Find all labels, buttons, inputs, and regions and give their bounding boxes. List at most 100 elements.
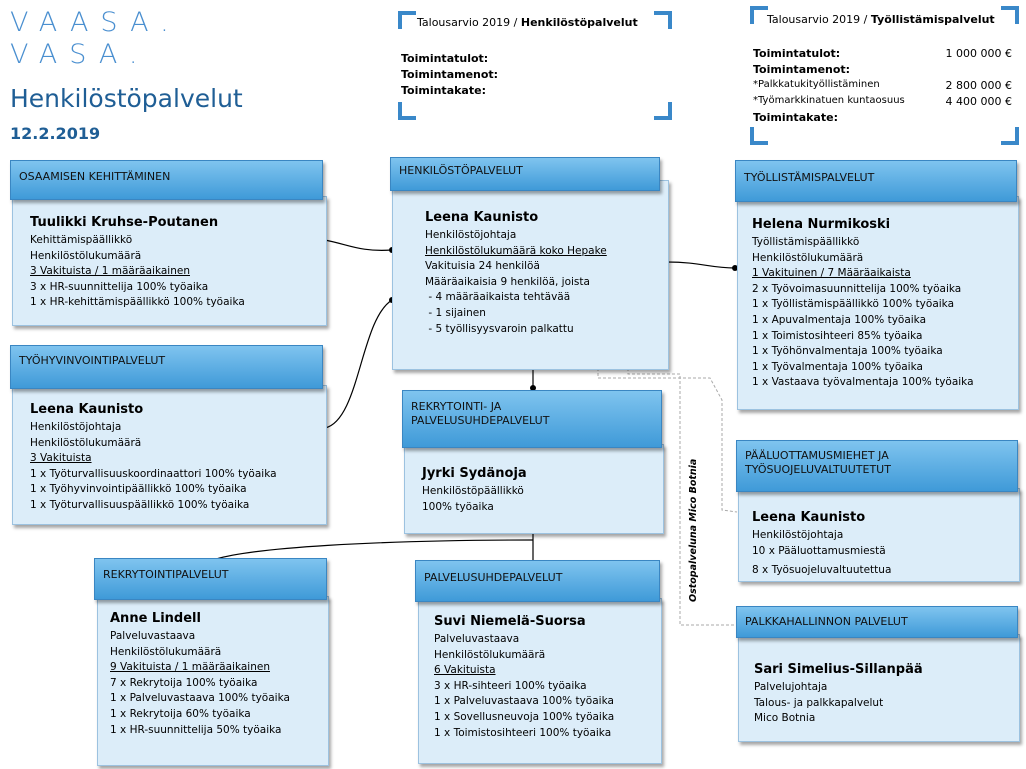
unit-rekry-palvelussuhde-box	[404, 444, 664, 534]
staff-line: 1 x Palveluvastaava 100% työaika	[434, 695, 614, 708]
role-line: Henkilöstöpäällikkö	[422, 485, 524, 497]
unit-osaaminen-content: Tuulikki Kruhse-Poutanen Kehittämispääll…	[30, 213, 245, 311]
budget-tp-palkkatuki-value: 2 800 000 €	[945, 79, 1012, 92]
budget-tp-kuntaosuus: *Työmarkkinatuen kuntaosuus	[753, 95, 905, 106]
budget-tp-palkkatuki: *Palkkatukityöllistäminen	[753, 79, 880, 90]
budget-hp-menot: Toimintamenot:	[401, 68, 499, 81]
unit-rekrytointi-header: REKRYTOINTIPALVELUT	[94, 558, 327, 600]
person-name: Leena Kaunisto	[425, 210, 539, 225]
person-name: Leena Kaunisto	[30, 402, 144, 417]
header-line: TYÖSUOJELUVALTUUTETUT	[745, 463, 891, 476]
unit-paaluottamus-box	[738, 488, 1020, 582]
unit-palkkahallinto-header: PALKKAHALLINNON PALVELUT	[736, 606, 1018, 638]
staff-line: 8 x Työsuojeluvaltuutettua	[752, 564, 892, 577]
unit-tyollistamis-box	[737, 196, 1019, 410]
person-name: Tuulikki Kruhse-Poutanen	[30, 215, 219, 230]
count-label: Henkilöstölukumäärä	[30, 436, 142, 449]
unit-tyollistamis-header: TYÖLLISTÄMISPALVELUT	[735, 160, 1017, 202]
header-line: REKRYTOINTI- JA	[411, 400, 502, 413]
staff-line: 10 x Pääluottamusmiestä	[752, 544, 886, 557]
unit-tyohyvinvointi-content: Leena Kaunisto Henkilöstöjohtaja Henkilö…	[30, 400, 277, 514]
staff-line: 1 x HR-kehittämispäällikkö 100% työaika	[30, 296, 245, 309]
staff-line: 3 x HR-sihteeri 100% työaika	[434, 679, 587, 692]
budget-tp-kate: Toimintakate:	[753, 111, 838, 124]
unit-osaaminen-box	[12, 196, 327, 326]
unit-henkilostopalvelut-header: HENKILÖSTÖPALVELUT	[390, 157, 660, 191]
page-title: Henkilöstöpalvelut	[10, 84, 243, 113]
staff-line: Talous- ja palkkapalvelut	[754, 696, 884, 709]
count-label: Henkilöstölukumäärä	[30, 249, 142, 262]
role-line: Palveluvastaava	[434, 633, 520, 645]
budget-hp-kate: Toimintakate:	[401, 84, 486, 97]
unit-palvelussuhde-content: Suvi Niemelä-Suorsa Palveluvastaava Henk…	[434, 612, 614, 741]
budget-hp-heading: Talousarvio 2019 / Henkilöstöpalvelut	[417, 16, 638, 29]
role-line: Henkilöstöjohtaja	[425, 229, 517, 241]
staff-line: 1 x Toimistosihteeri 100% työaika	[434, 726, 612, 739]
budget-hp-tulot: Toimintatulot:	[401, 52, 489, 65]
header-line: PÄÄLUOTTAMUSMIEHET JA	[745, 449, 889, 462]
unit-rekrytointi-content: Anne Lindell Palveluvastaava Henkilöstöl…	[110, 609, 290, 738]
staff-line: 7 x Rekrytoija 100% työaika	[110, 676, 258, 689]
budget-tp-menot: Toimintamenot:	[753, 63, 851, 76]
staff-line: 1 x Työvalmentaja 100% työaika	[752, 360, 923, 373]
unit-paaluottamus-header: PÄÄLUOTTAMUSMIEHET JA TYÖSUOJELUVALTUUTE…	[736, 440, 1018, 492]
budget-tyollistamispalvelut: Talousarvio 2019 / Työllistämispalvelut …	[747, 3, 1022, 148]
staff-line: 1 x Työhönvalmentaja 100% työaika	[752, 345, 943, 358]
budget-tp-kuntaosuus-value: 4 400 000 €	[945, 95, 1012, 108]
unit-palvelussuhde-header: PALVELUSUHDEPALVELUT	[415, 560, 660, 602]
vasa-logo-line2: VASA.	[10, 39, 150, 70]
budget-tp-heading: Talousarvio 2019 / Työllistämispalvelut	[767, 13, 995, 26]
vaasa-logo-line1: VAASA.	[10, 7, 181, 38]
staff-summary: 3 Vakituista	[30, 452, 92, 465]
staff-line: 1 x Työturvallisuuspäällikkö 100% työaik…	[30, 498, 250, 511]
unit-tyollistamis-content: Helena Nurmikoski Työllistämispäällikkö …	[752, 215, 974, 391]
staff-line: 1 x Työturvallisuuskoordinaattori 100% t…	[30, 467, 277, 480]
unit-palvelussuhde-box	[418, 598, 662, 764]
count-label: Henkilöstölukumäärä koko Hepake	[425, 244, 607, 257]
staff-summary: 1 Vakituinen / 7 Määräaikaista	[752, 267, 911, 280]
page-date: 12.2.2019	[10, 124, 101, 143]
role-line: Palveluvastaava	[110, 630, 196, 642]
staff-line: Vakituisia 24 henkilöä	[425, 260, 540, 273]
unit-rekrytointi-box	[97, 596, 329, 766]
count-label: Henkilöstölukumäärä	[752, 251, 864, 264]
staff-line: - 4 määräaikaista tehtävää	[425, 291, 571, 304]
role-line: Työllistämispäällikkö	[752, 236, 860, 248]
staff-line: 1 x Työhyvinvointipäällikkö 100% työaika	[30, 483, 247, 496]
unit-rekry-palvelussuhde-content: Jyrki Sydänoja Henkilöstöpäällikkö 100% …	[422, 464, 527, 515]
staff-summary: 9 Vakituista / 1 määräaikainen	[110, 661, 270, 674]
unit-osaaminen-header: OSAAMISEN KEHITTÄMINEN	[10, 160, 323, 200]
person-name: Sari Simelius-Sillanpää	[754, 662, 923, 677]
staff-line: 2 x Työvoimasuunnittelija 100% työaika	[752, 282, 962, 295]
person-name: Helena Nurmikoski	[752, 217, 891, 232]
header-line: PALVELUSUHDEPALVELUT	[411, 414, 550, 427]
budget-henkilostopalvelut: Talousarvio 2019 / Henkilöstöpalvelut To…	[395, 8, 675, 123]
staff-line: - 1 sijainen	[425, 306, 486, 319]
count-label: Henkilöstölukumäärä	[434, 648, 546, 661]
unit-rekry-palvelussuhde-header: REKRYTOINTI- JA PALVELUSUHDEPALVELUT	[402, 390, 662, 448]
staff-line: - 5 työllisyysvaroin palkattu	[425, 322, 574, 335]
unit-henkilostopalvelut-box	[392, 180, 669, 370]
staff-line: 1 x Sovellusneuvoja 100% työaika	[434, 710, 615, 723]
staff-summary: 3 Vakituista / 1 määräaikainen	[30, 265, 190, 278]
staff-line: 1 x Apuvalmentaja 100% työaika	[752, 313, 927, 326]
staff-line: 1 x Rekrytoija 60% työaika	[110, 707, 251, 720]
count-label: Henkilöstölukumäärä	[110, 645, 222, 658]
staff-line: Määräaikaisia 9 henkilöä, joista	[425, 275, 590, 288]
role-line: Henkilöstöjohtaja	[30, 421, 122, 433]
person-name: Leena Kaunisto	[752, 510, 866, 525]
unit-tyohyvinvointi-header: TYÖHYVINVOINTIPALVELUT	[10, 345, 323, 389]
budget-tp-tulot-value: 1 000 000 €	[945, 47, 1012, 60]
staff-line: 1 x Työllistämispäällikkö 100% työaika	[752, 298, 955, 311]
staff-line: 1 x Vastaava työvalmentaja 100% työaika	[752, 376, 974, 389]
person-name: Suvi Niemelä-Suorsa	[434, 614, 586, 629]
person-name: Anne Lindell	[110, 611, 201, 626]
staff-line: 1 x Toimistosihteeri 85% työaika	[752, 329, 923, 342]
staff-line: 1 x Palveluvastaava 100% työaika	[110, 692, 290, 705]
staff-line: Mico Botnia	[754, 712, 816, 725]
role-line: Palvelujohtaja	[754, 681, 828, 693]
unit-palkkahallinto-box	[738, 634, 1020, 742]
role-line: Kehittämispäällikkö	[30, 234, 133, 246]
unit-paaluottamus-content: Leena Kaunisto Henkilöstöjohtaja 10 x Pä…	[752, 508, 891, 579]
staff-line: 100% työaika	[422, 500, 494, 513]
